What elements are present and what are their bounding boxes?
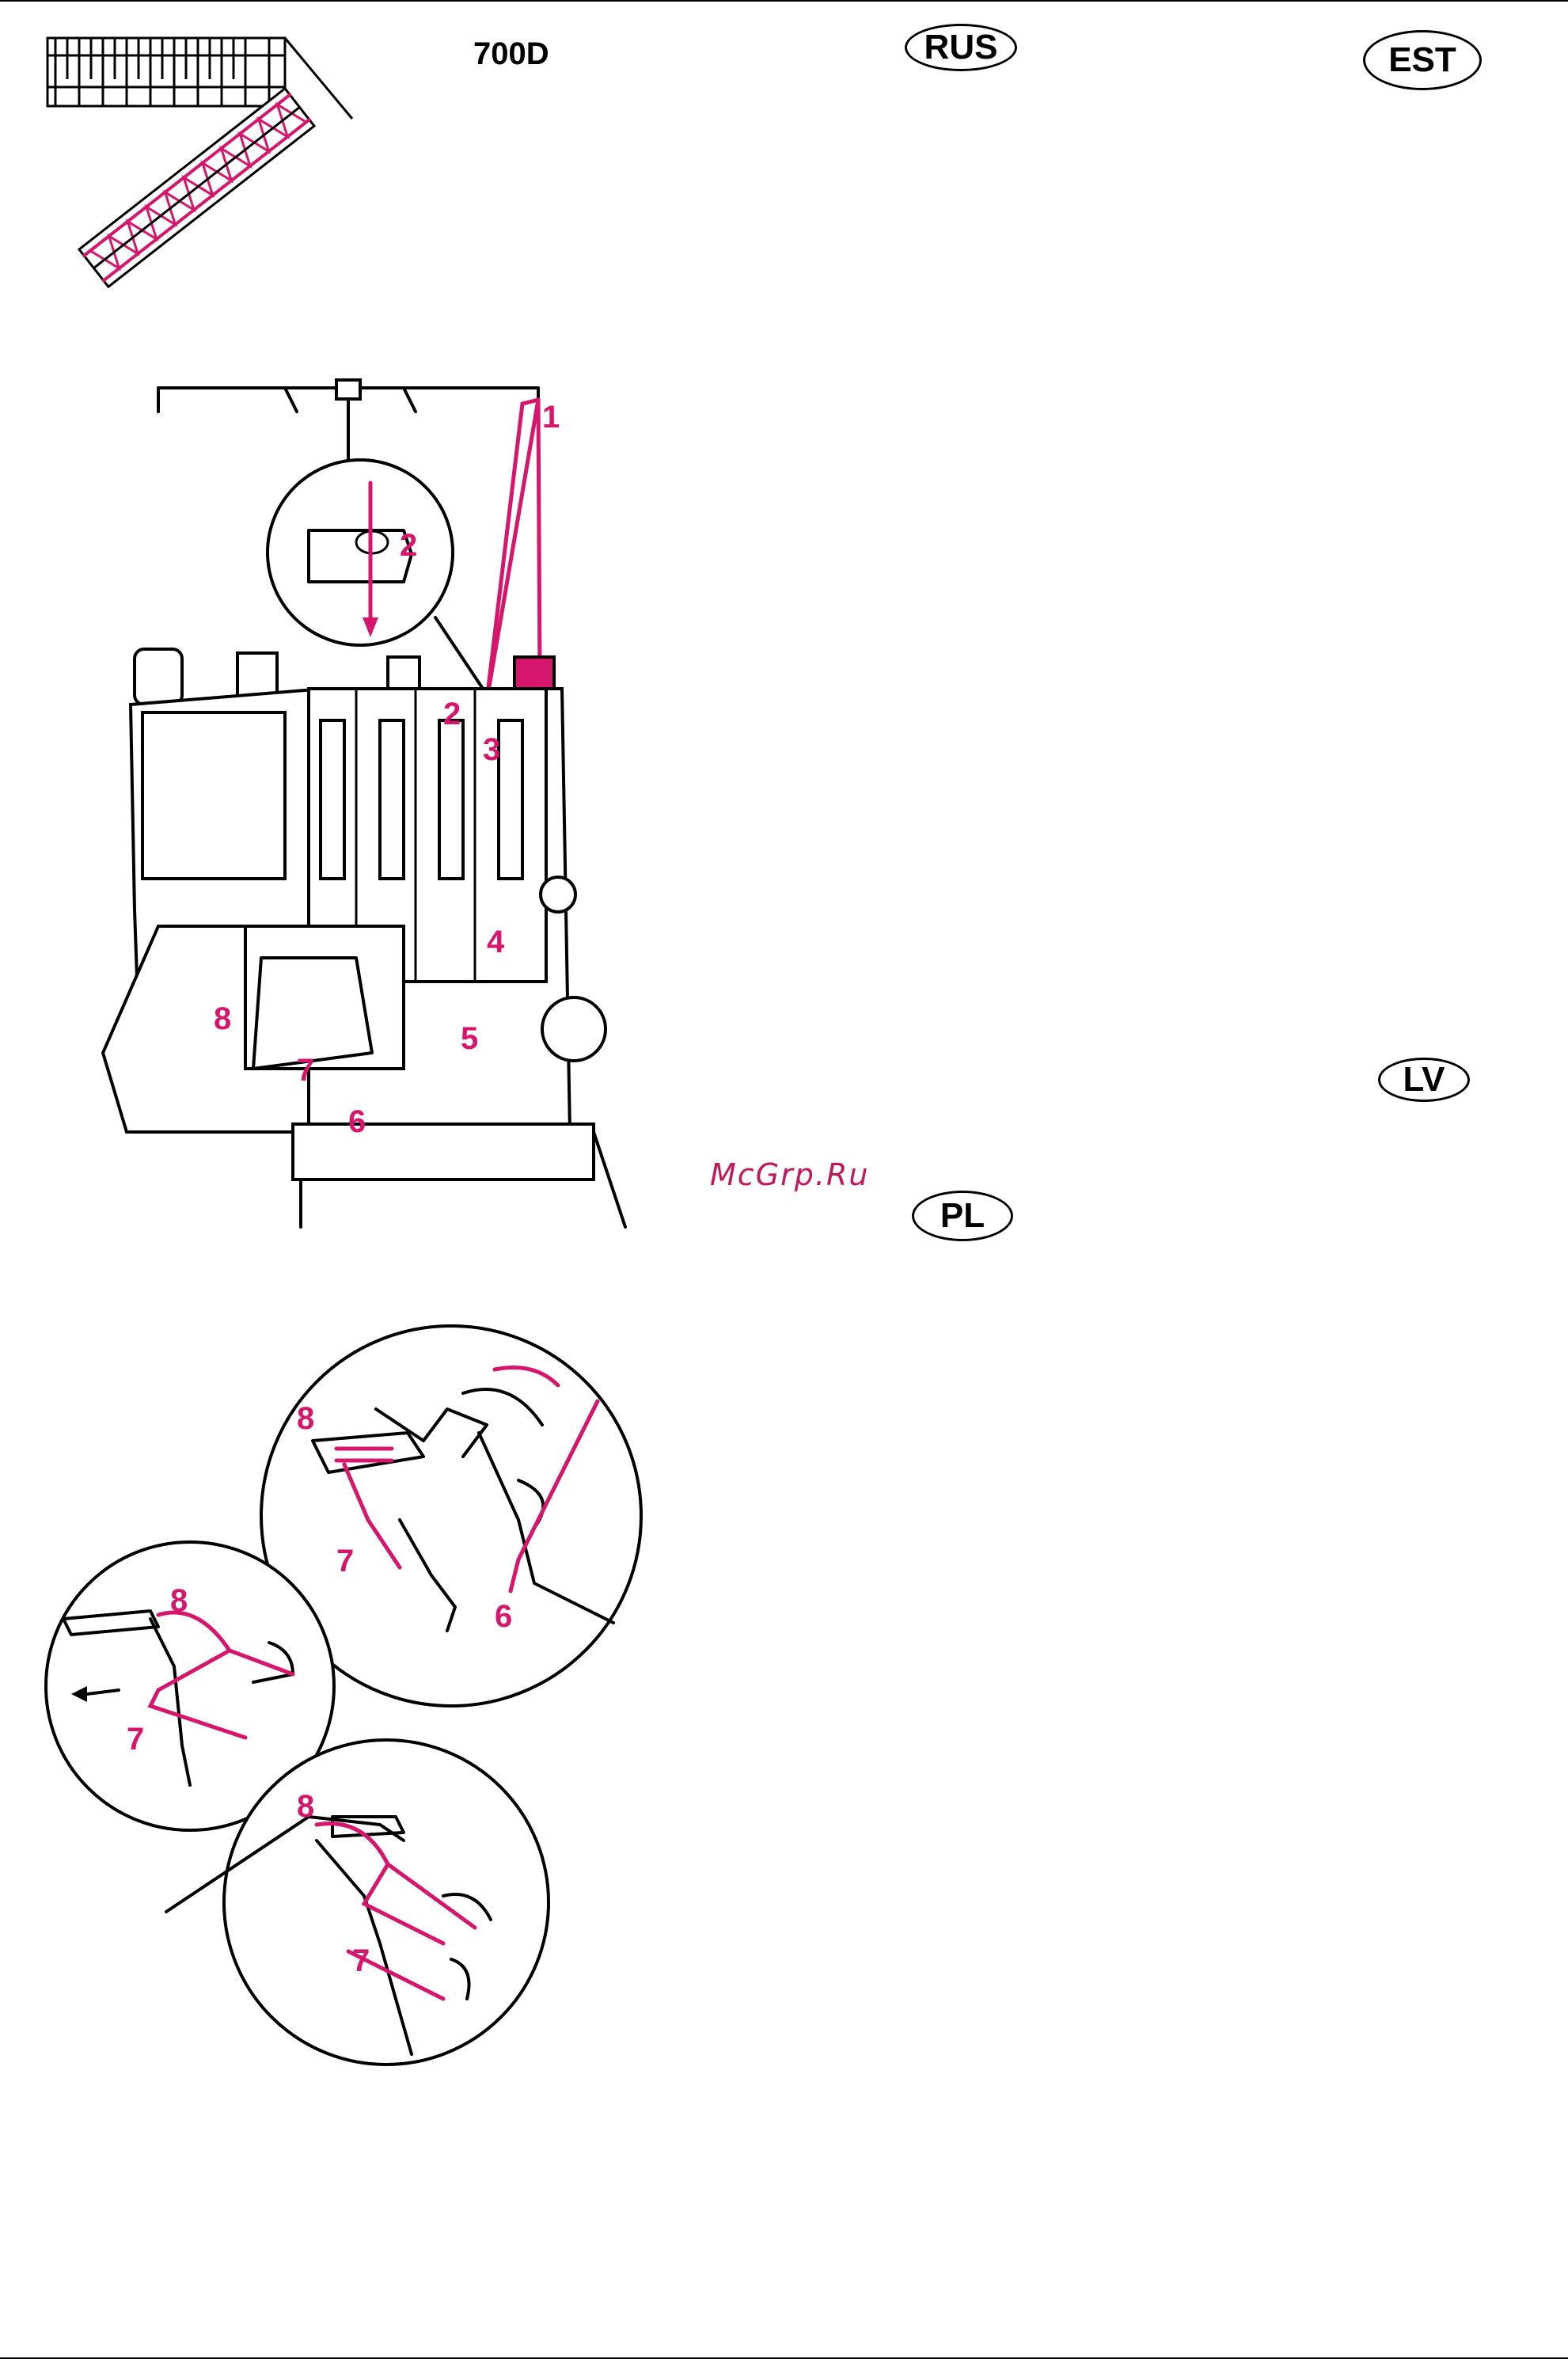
thread-stand — [158, 380, 538, 459]
thread-guide-detail: 2 — [268, 460, 483, 689]
callout-7: 7 — [297, 1053, 314, 1088]
callout-5: 5 — [461, 1021, 478, 1056]
callout-6: 6 — [348, 1104, 366, 1139]
callout-2-zoom: 2 — [400, 528, 417, 563]
callout-4: 4 — [487, 925, 505, 959]
looper-detail-circle-c: 8 7 — [158, 1738, 554, 2070]
language-badge-pl: PL — [912, 1191, 1013, 1241]
callout-3: 3 — [483, 732, 500, 767]
watermark-text: McGrp.Ru — [710, 1157, 869, 1192]
language-badge-est: EST — [1363, 30, 1482, 90]
stitch-sample-illustration — [40, 24, 372, 269]
callout-8-circle-a: 8 — [297, 1401, 314, 1436]
language-badge-lv: LV — [1378, 1058, 1470, 1102]
callout-6-circle-a: 6 — [495, 1599, 512, 1634]
callout-8-circle-c: 8 — [297, 1789, 314, 1824]
language-badge-rus: RUS — [905, 24, 1017, 71]
stitch-fabric-bottom — [79, 89, 314, 287]
top-rule — [0, 0, 1568, 2]
callout-8: 8 — [214, 1001, 231, 1036]
stitch-fabric-top — [47, 38, 285, 106]
callout-2: 2 — [443, 697, 461, 731]
callout-7-circle-b: 7 — [127, 1722, 144, 1757]
callout-1: 1 — [542, 400, 560, 435]
callout-8-circle-b: 8 — [170, 1583, 188, 1618]
machine-body — [103, 649, 625, 1227]
overlock-machine-illustration: 2 1 2 3 4 5 6 7 8 — [55, 372, 625, 1227]
callout-7-circle-c: 7 — [352, 1943, 370, 1978]
model-number: 700D — [473, 36, 549, 72]
